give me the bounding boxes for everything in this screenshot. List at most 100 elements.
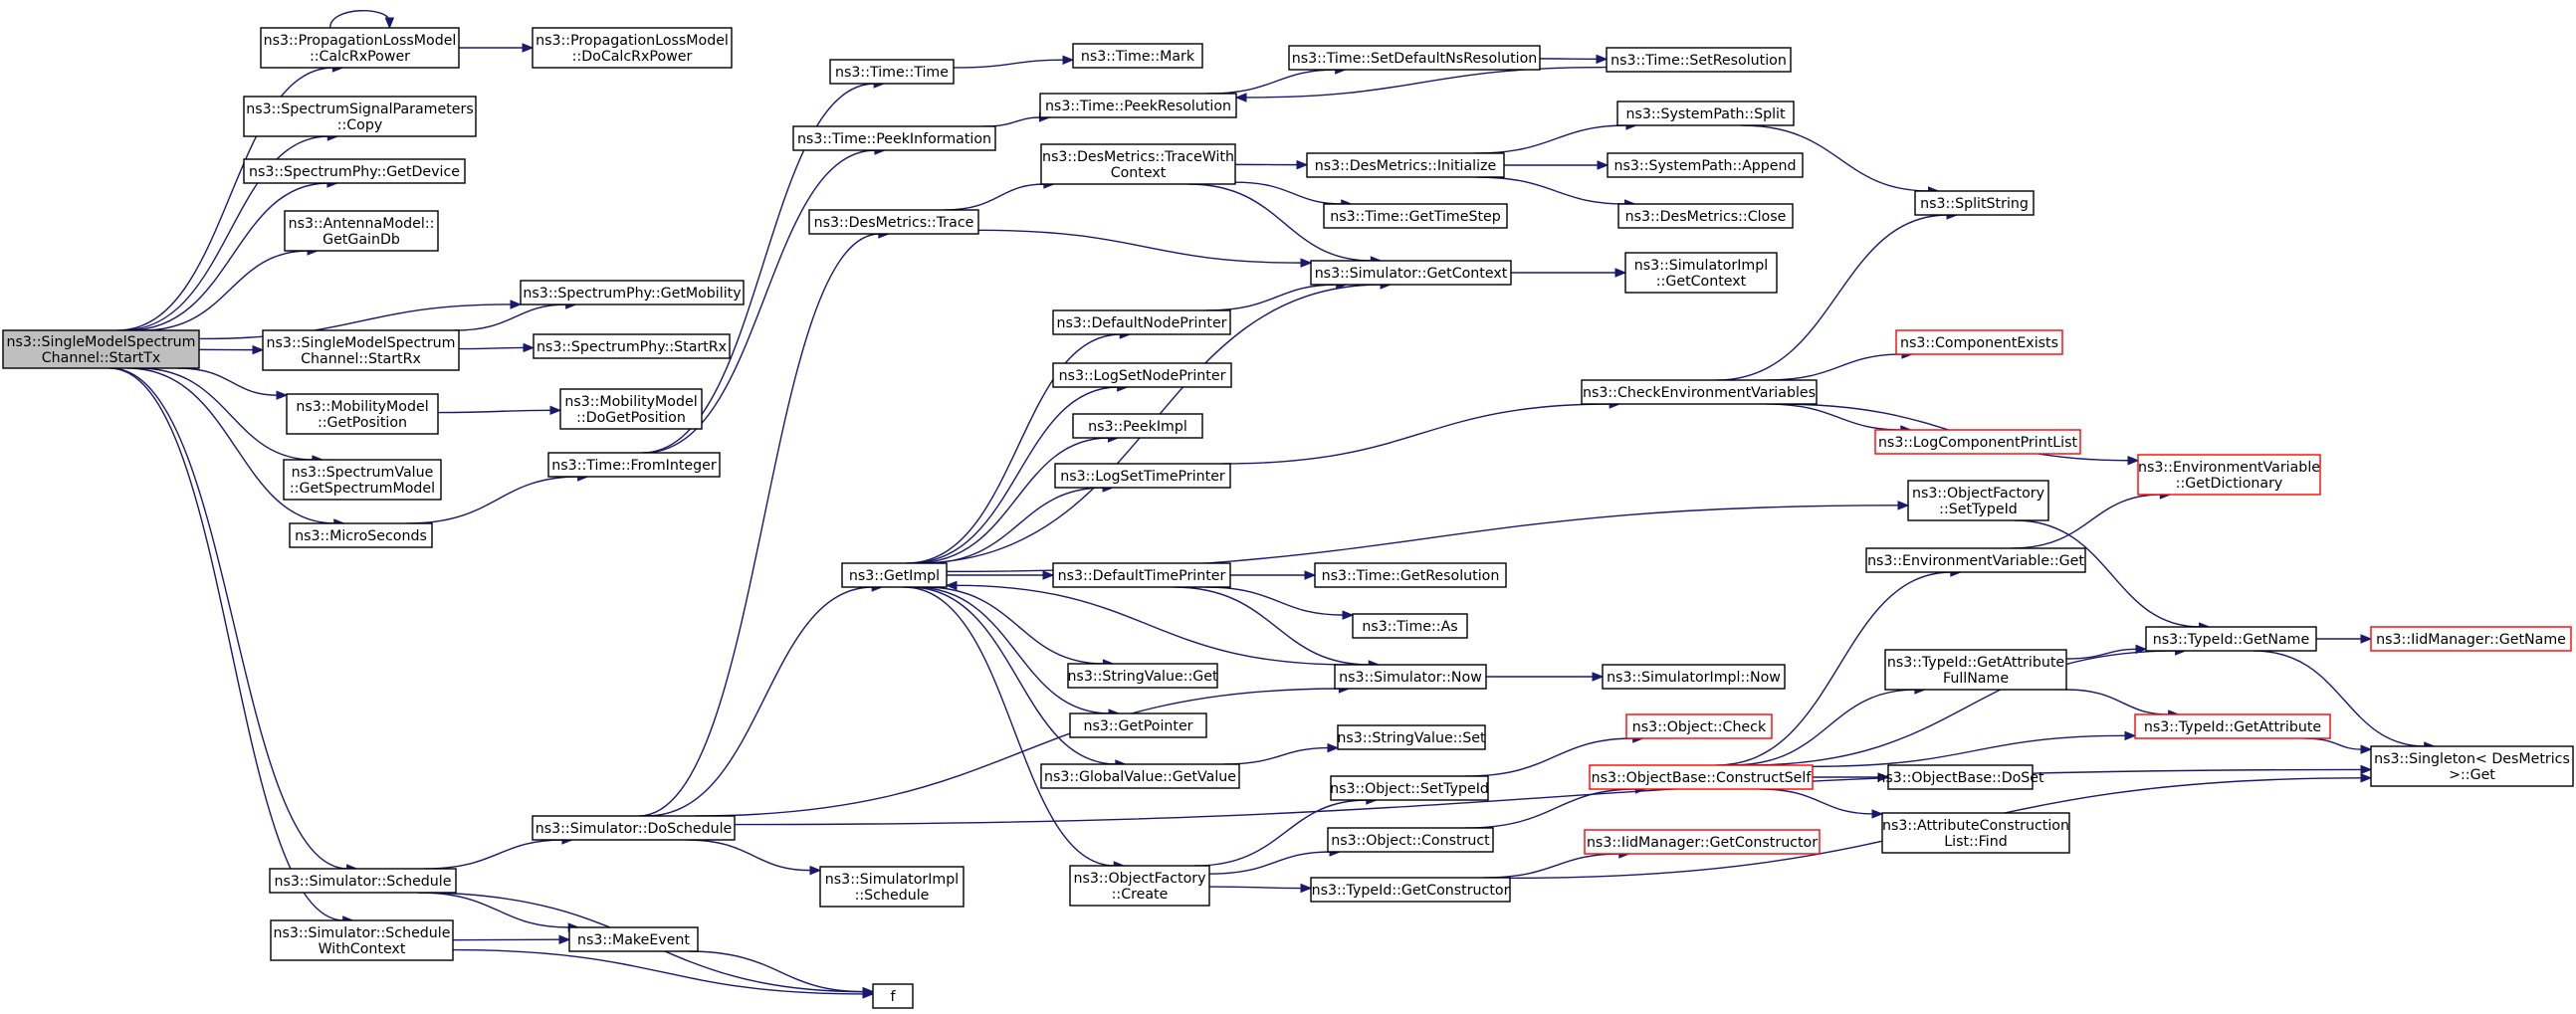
node-compExists[interactable]: ns3::ComponentExists <box>1895 329 2063 355</box>
node-getRes[interactable]: ns3::Time::GetResolution <box>1314 562 1507 588</box>
node-box <box>1288 45 1541 71</box>
node-box <box>1327 827 1494 853</box>
node-dmClose[interactable]: ns3::DesMetrics::Close <box>1617 203 1794 229</box>
node-checkEnv[interactable]: ns3::CheckEnvironmentVariables <box>1581 379 1818 405</box>
node-box <box>243 96 477 137</box>
node-micro[interactable]: ns3::MicroSeconds <box>289 522 433 548</box>
node-label: ns3::TypeId::GetAttribute <box>2144 719 2321 735</box>
edge-line <box>406 476 579 524</box>
node-doCalcRx[interactable]: ns3::PropagationLossModel::DoCalcRxPower <box>532 27 733 69</box>
node-logCompPrint[interactable]: ns3::LogComponentPrintList <box>1874 429 2081 455</box>
node-getContext[interactable]: ns3::Simulator::GetContext <box>1310 260 1512 286</box>
node-label: ns3::SystemPath::Append <box>1613 158 1796 174</box>
node-spSplit[interactable]: ns3::SystemPath::Split <box>1616 101 1795 126</box>
node-sspCopy[interactable]: ns3::SpectrumSignalParameters::Copy <box>243 96 477 137</box>
node-simNow[interactable]: ns3::Simulator::Now <box>1334 664 1487 690</box>
node-objSetType[interactable]: ns3::Object::SetTypeId <box>1330 775 1489 801</box>
node-objCheck[interactable]: ns3::Object::Check <box>1625 713 1773 739</box>
node-singleton[interactable]: ns3::Singleton< DesMetrics >::Get <box>2370 745 2574 787</box>
node-label: ns3::TypeId::GetConstructor <box>1312 883 1510 899</box>
node-envGetDict[interactable]: ns3::EnvironmentVariable::GetDictionary <box>2137 454 2321 496</box>
node-schedule[interactable]: ns3::Simulator::Schedule <box>269 868 457 894</box>
node-fromInt[interactable]: ns3::Time::FromInteger <box>547 452 721 478</box>
node-strValGet[interactable]: ns3::StringValue::Get <box>1067 663 1218 689</box>
node-getImpl[interactable]: ns3::GetImpl <box>841 562 948 588</box>
node-box <box>1617 203 1794 229</box>
arrow-head <box>1871 809 1884 819</box>
node-setRes[interactable]: ns3::Time::SetResolution <box>1606 47 1792 73</box>
node-timeAs[interactable]: ns3::Time::As <box>1352 613 1468 639</box>
node-tidGetCtor[interactable]: ns3::TypeId::GetConstructor <box>1310 877 1511 903</box>
node-strValSet[interactable]: ns3::StringValue::Set <box>1337 724 1486 750</box>
edge-getContext-to-implGetCtx <box>1510 268 1627 278</box>
node-spAppend[interactable]: ns3::SystemPath::Append <box>1607 152 1804 178</box>
node-box <box>286 393 439 435</box>
node-mobDoGetPos[interactable]: ns3::MobilityModel::DoGetPosition <box>559 388 703 430</box>
node-getPointer[interactable]: ns3::GetPointer <box>1069 712 1207 738</box>
node-label: ns3::AntennaModel:: <box>289 216 435 232</box>
node-box <box>1887 764 2034 790</box>
node-logSetNode[interactable]: ns3::LogSetNodePrinter <box>1052 362 1232 388</box>
node-label: Context <box>1111 165 1167 181</box>
node-defTimePr[interactable]: ns3::DefaultTimePrinter <box>1052 562 1231 588</box>
node-logSetTime[interactable]: ns3::LogSetTimePrinter <box>1054 463 1231 489</box>
node-label: ns3::Time::FromInteger <box>551 458 717 474</box>
edge-calcRx-to-doCalcRx <box>458 43 535 53</box>
node-getTimeStep[interactable]: ns3::Time::GetTimeStep <box>1323 203 1508 229</box>
edge-line <box>909 386 1119 564</box>
arrow-head <box>522 43 535 53</box>
node-tidGetAttr[interactable]: ns3::TypeId::GetAttribute <box>2134 713 2331 739</box>
node-tidGetName[interactable]: ns3::TypeId::GetName <box>2145 626 2317 652</box>
node-peekInfo[interactable]: ns3::Time::PeekInformation <box>792 125 996 151</box>
node-specModel[interactable]: ns3::SpectrumValue::GetSpectrumModel <box>283 459 442 501</box>
edge-line <box>686 839 812 872</box>
node-box <box>1884 649 2067 691</box>
node-box <box>289 522 433 548</box>
node-peekRes[interactable]: ns3::Time::PeekResolution <box>1039 93 1237 118</box>
node-label: ns3::AttributeConstruction <box>1882 818 2069 834</box>
edge-line <box>1475 176 1626 205</box>
node-timeMark[interactable]: ns3::Time::Mark <box>1072 43 1203 69</box>
node-globalVal[interactable]: ns3::GlobalValue::GetValue <box>1040 763 1240 789</box>
node-splitString[interactable]: ns3::SplitString <box>1914 190 2035 216</box>
node-doSchedule[interactable]: ns3::Simulator::DoSchedule <box>532 815 736 841</box>
node-label: ns3::LogSetNodePrinter <box>1059 368 1226 384</box>
node-box <box>1584 829 1821 855</box>
node-f[interactable]: f <box>872 983 914 1009</box>
node-envGet[interactable]: ns3::EnvironmentVariable::Get <box>1865 547 2086 573</box>
node-doSet[interactable]: ns3::ObjectBase::DoSet <box>1876 764 2044 790</box>
node-ofCreate[interactable]: ns3::ObjectFactory::Create <box>1069 865 1210 907</box>
node-getMobility[interactable]: ns3::SpectrumPhy::GetMobility <box>520 280 745 305</box>
node-getDevice[interactable]: ns3::SpectrumPhy::GetDevice <box>243 158 466 184</box>
node-dmInit[interactable]: ns3::DesMetrics::Initialize <box>1306 152 1505 178</box>
node-antenna[interactable]: ns3::AntennaModel::GetGainDb <box>284 210 439 252</box>
edge-line <box>1465 737 1634 777</box>
edge-line <box>903 586 1116 867</box>
node-implGetCtx[interactable]: ns3::SimulatorImpl::GetContext <box>1624 252 1778 294</box>
node-constructSelf[interactable]: ns3::ObjectBase::ConstructSelf <box>1589 764 1814 790</box>
node-mobGetPos[interactable]: ns3::MobilityModel::GetPosition <box>286 393 439 435</box>
edge-smscStartRx-to-phyStartRx <box>458 342 536 353</box>
node-ofSetType[interactable]: ns3::ObjectFactory::SetTypeId <box>1907 480 2049 521</box>
node-phyStartRx[interactable]: ns3::SpectrumPhy::StartRx <box>533 333 731 359</box>
node-calcRx[interactable]: ns3::PropagationLossModel::CalcRxPower <box>260 27 460 69</box>
node-implSchedule[interactable]: ns3::SimulatorImpl::Schedule <box>819 866 965 908</box>
node-iidGetName[interactable]: ns3::IidManager::GetName <box>2370 626 2572 652</box>
node-makeEvent[interactable]: ns3::MakeEvent <box>568 926 699 952</box>
node-setDefRes[interactable]: ns3::Time::SetDefaultNsResolution <box>1288 45 1541 71</box>
node-iidGetCtor[interactable]: ns3::IidManager::GetConstructor <box>1584 829 1821 855</box>
edge-tidGetName-to-iidGetName <box>2316 634 2373 644</box>
node-timeTime[interactable]: ns3::Time::Time <box>829 59 955 85</box>
node-implNow[interactable]: ns3::SimulatorImpl::Now <box>1602 664 1786 690</box>
node-objConstruct[interactable]: ns3::Object::Construct <box>1327 827 1494 853</box>
node-defNodePr[interactable]: ns3::DefaultNodePrinter <box>1052 309 1231 335</box>
node-peekImpl[interactable]: ns3::PeekImpl <box>1072 413 1203 439</box>
node-dmTrace[interactable]: ns3::DesMetrics::Trace <box>808 209 979 235</box>
node-box <box>2145 626 2317 652</box>
